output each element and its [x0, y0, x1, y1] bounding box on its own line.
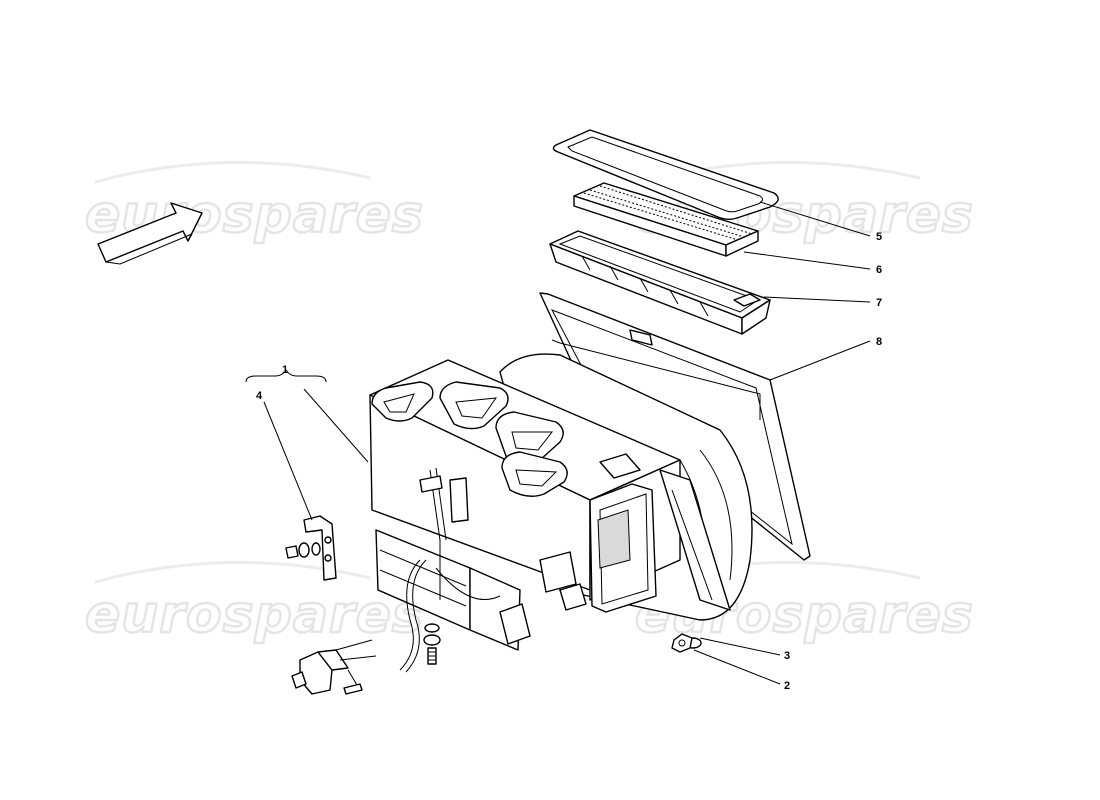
- part-2-3-nut-washer: [671, 633, 702, 653]
- part-6-filter: [573, 182, 759, 257]
- leader-1: [303, 388, 369, 463]
- part-4-bracket: [285, 515, 337, 581]
- callout-6: 6: [876, 264, 882, 276]
- callout-7: 7: [876, 297, 882, 309]
- watermark-text: eurospares: [85, 585, 424, 645]
- callout-5: 5: [876, 231, 882, 243]
- leader-5: [759, 201, 871, 237]
- fastener-screw: [423, 623, 441, 665]
- direction-arrow-icon: [97, 202, 203, 265]
- watermark-text: eurospares: [85, 185, 424, 245]
- leader-6: [743, 251, 871, 270]
- callout-2: 2: [784, 680, 790, 692]
- leader-7: [763, 296, 871, 303]
- group-bracket-1: [245, 369, 327, 383]
- part-1-heater-assembly: [369, 353, 753, 673]
- leader-lines: [245, 201, 871, 685]
- leader-3: [699, 637, 781, 656]
- watermark-top-left: eurospares: [84, 160, 424, 246]
- watermark-bottom-left: eurospares: [84, 560, 424, 646]
- callout-4: 4: [256, 390, 263, 402]
- part-7-filter-holder: [549, 230, 771, 335]
- leader-2: [693, 649, 781, 685]
- callout-labels: 1 2 3 4 5 6 7 8: [256, 231, 882, 692]
- switch-connector: [291, 639, 377, 695]
- callout-3: 3: [784, 650, 790, 662]
- part-5-gasket: [552, 129, 779, 220]
- leader-8: [769, 340, 871, 381]
- callout-1: 1: [282, 364, 288, 376]
- callout-8: 8: [876, 336, 882, 348]
- leader-4: [263, 401, 313, 521]
